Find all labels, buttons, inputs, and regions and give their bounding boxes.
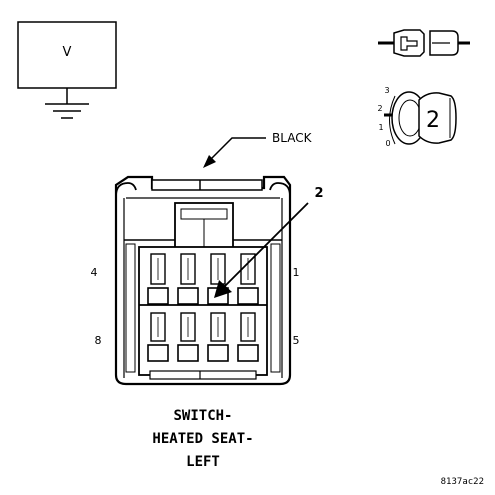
test-lead-icon — [429, 30, 470, 56]
pin-cavities — [147, 253, 259, 362]
right-latch-hook — [269, 182, 291, 197]
callout-arrow-line — [223, 202, 309, 288]
pin-cavity — [207, 312, 229, 362]
cavity-frame — [138, 246, 268, 376]
scale-mark-2: 2 — [377, 104, 382, 113]
callout-number: 2 — [314, 186, 323, 201]
dial-arc — [389, 95, 396, 145]
pin-cavity — [147, 253, 169, 305]
bottom-key — [149, 370, 257, 380]
pin-cavity — [237, 312, 259, 362]
connector-title-line-3: LEFT — [186, 454, 220, 470]
pin-label-top-right: 1 — [293, 266, 300, 279]
callout-arrowhead — [214, 280, 232, 298]
voltmeter-label: V — [63, 45, 72, 60]
connector-body — [114, 175, 292, 386]
latch-frame — [151, 179, 263, 191]
pin-cavity — [147, 312, 169, 362]
probe-handle — [418, 92, 457, 144]
voltmeter-symbol: V — [17, 21, 117, 119]
scale-mark-0: 0 — [385, 139, 390, 148]
left-latch-hook — [115, 182, 137, 197]
pin-label-top-left: 4 — [91, 266, 98, 279]
color-leader-arrowhead — [203, 155, 216, 168]
connector-title-line-2: HEATED SEAT- — [152, 431, 253, 447]
probe-number: 2 — [426, 108, 440, 133]
connector-title-line-1: SWITCH- — [173, 408, 232, 424]
figure-id: 8137ac22 — [441, 477, 484, 487]
pin-cavity — [177, 312, 199, 362]
color-leader-line — [209, 137, 266, 161]
scale-mark-1: 1 — [378, 123, 383, 132]
test-probe-icon — [378, 29, 425, 57]
pin-cavity — [177, 253, 199, 305]
pin-label-bottom-right: 5 — [293, 334, 300, 347]
pin-selector: 3 2 1 0 2 — [377, 86, 457, 148]
connector-color-label: BLACK — [272, 131, 313, 145]
ground-icon — [45, 103, 89, 119]
scale-mark-3: 3 — [384, 86, 389, 95]
pin-label-bottom-left: 8 — [95, 334, 102, 347]
